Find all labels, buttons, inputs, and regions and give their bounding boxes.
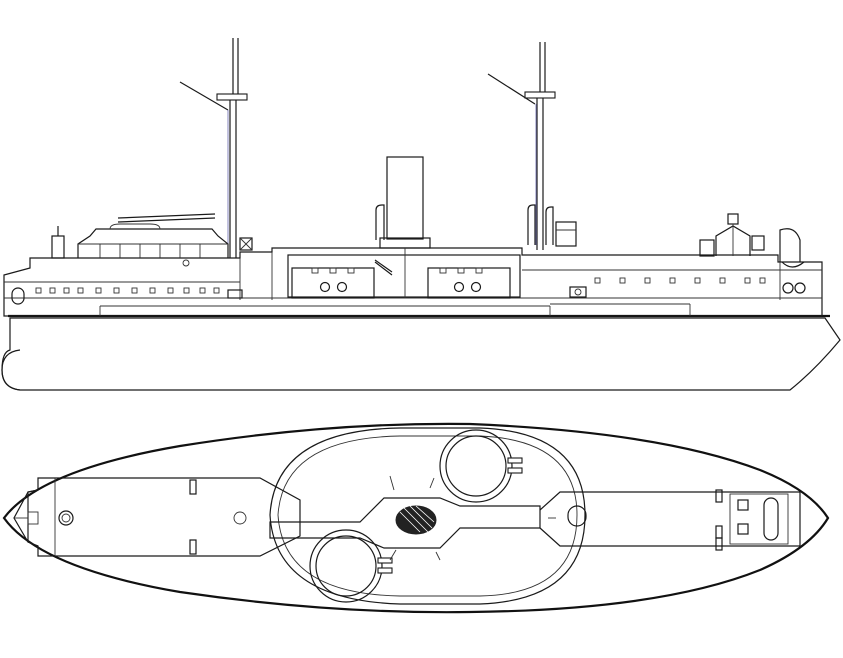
portholes (35, 277, 766, 294)
ram-bow (1, 349, 21, 391)
deck-plan-view (2, 422, 830, 614)
turret-aft-side (427, 267, 511, 299)
breastwork (287, 254, 521, 298)
side-profile-view (1, 38, 841, 391)
aft-turret-plan (439, 429, 523, 503)
fore-mast (179, 38, 248, 258)
fore-deck (27, 477, 301, 557)
funnel (386, 156, 424, 240)
forward-superstructure (77, 213, 229, 267)
lower-hull (1, 317, 841, 391)
aft-deck (539, 491, 801, 547)
fore-turret-plan (309, 529, 393, 603)
turret-fore-side (291, 267, 375, 299)
main-mast (487, 42, 556, 250)
deck-hull-outline (2, 422, 830, 614)
